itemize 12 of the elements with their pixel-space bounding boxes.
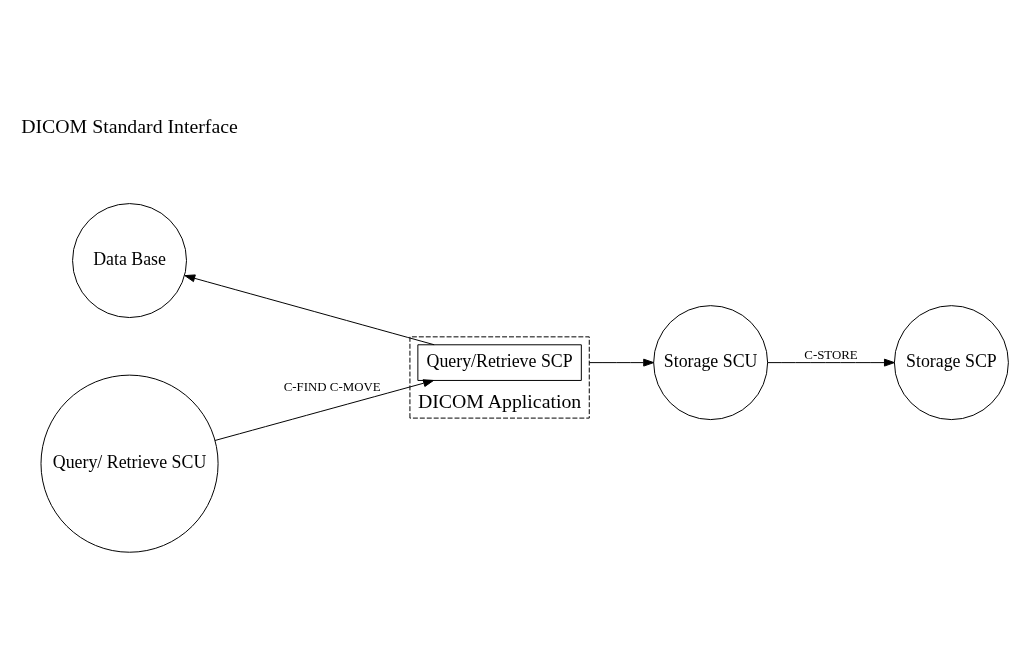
label: DICOM Standard Interface — [21, 114, 238, 137]
arrow — [214, 378, 434, 441]
node-circle: Storage SCP — [893, 304, 1009, 420]
arrow — [588, 358, 655, 367]
node-circle: Storage SCU — [653, 304, 769, 420]
node-circle: Data Base — [72, 202, 187, 318]
edge-label: C-FIND C-MOVE — [283, 379, 381, 394]
arrow — [767, 358, 895, 367]
arrow — [184, 273, 435, 345]
node-box: Query/Retrieve SCP — [417, 343, 582, 381]
node-circle: Query/ Retrieve SCU — [40, 374, 219, 553]
edge-label: C-STORE — [804, 347, 858, 362]
